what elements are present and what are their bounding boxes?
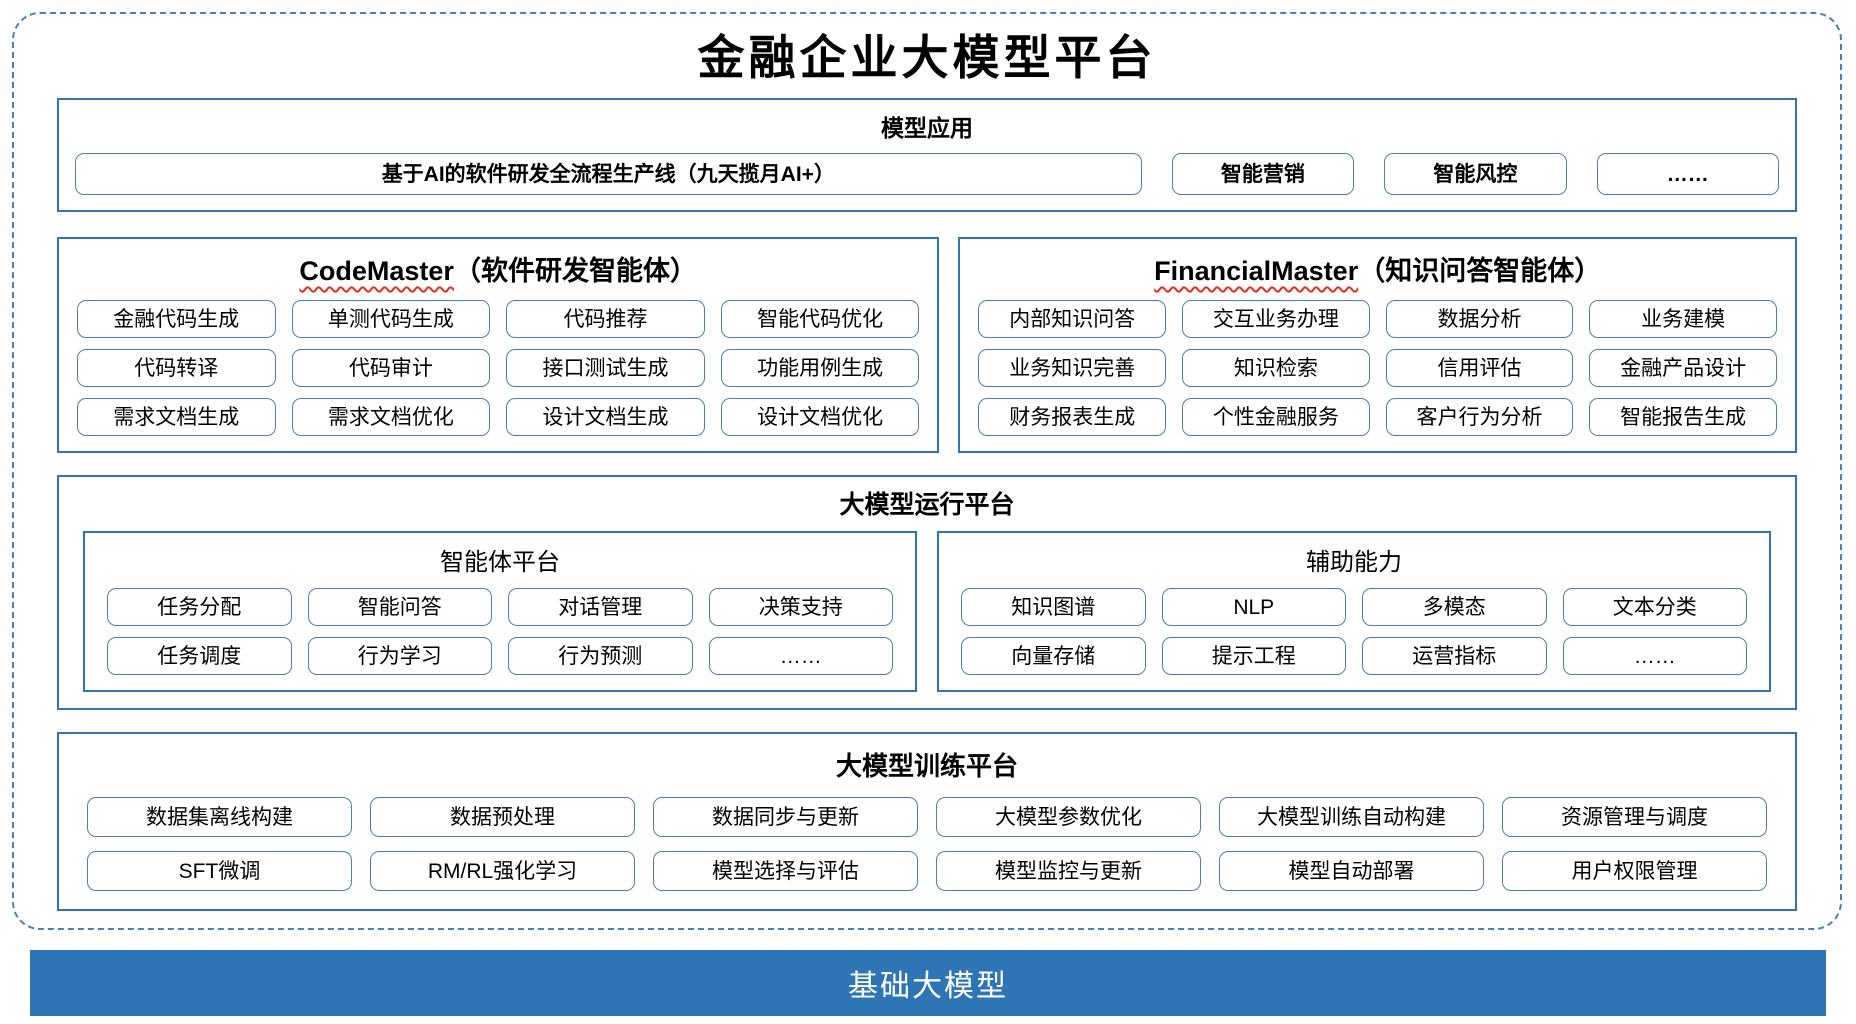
agents-row: CodeMaster（软件研发智能体） 金融代码生成单测代码生成代码推荐智能代码…	[57, 237, 1797, 453]
codemaster-capability-item: 代码推荐	[506, 300, 705, 338]
training-platform-item: 模型选择与评估	[653, 851, 918, 891]
application-item: 智能营销	[1171, 153, 1355, 195]
financialmaster-capability-item: 金融产品设计	[1589, 349, 1777, 387]
subsection-agent-platform: 智能体平台 任务分配智能问答对话管理决策支持任务调度行为学习行为预测 ……	[83, 531, 917, 692]
agent-platform-item: 对话管理	[508, 588, 693, 626]
codemaster-grid: 金融代码生成单测代码生成代码推荐智能代码优化代码转译代码审计接口测试生成功能用例…	[77, 300, 920, 436]
training-platform-item: SFT微调	[87, 851, 352, 891]
codemaster-capability-item: 代码转译	[77, 349, 276, 387]
financialmaster-capability-item: 个性金融服务	[1182, 398, 1370, 436]
financialmaster-capability-item: 信用评估	[1385, 349, 1574, 387]
agent-platform-item: 行为预测	[508, 637, 693, 675]
financialmaster-capability-item: 财务报表生成	[978, 398, 1167, 436]
codemaster-capability-item: 设计文档生成	[506, 398, 705, 436]
financialmaster-capability-item: 业务知识完善	[978, 349, 1167, 387]
foundation-model-bar: 基础大模型	[30, 950, 1826, 1016]
financialmaster-title: FinancialMaster（知识问答智能体）	[978, 249, 1777, 288]
training-platform-item: 资源管理与调度	[1502, 797, 1767, 837]
training-platform-item: RM/RL强化学习	[370, 851, 635, 891]
codemaster-capability-item: 功能用例生成	[720, 349, 920, 387]
section-codemaster: CodeMaster（软件研发智能体） 金融代码生成单测代码生成代码推荐智能代码…	[57, 237, 940, 453]
agent-platform-item: 任务分配	[107, 588, 292, 626]
runtime-subsections-row: 智能体平台 任务分配智能问答对话管理决策支持任务调度行为学习行为预测 …… 辅助能…	[83, 531, 1771, 692]
training-platform-item: 模型自动部署	[1219, 851, 1484, 891]
codemaster-capability-item: 接口测试生成	[506, 349, 705, 387]
financialmaster-grid: 内部知识问答交互业务办理数据分析业务建模业务知识完善知识检索信用评估金融产品设计…	[978, 300, 1777, 436]
diagram-content: 模型应用 基于AI的软件研发全流程生产线（九天揽月AI+） 智能营销 智能风控 …	[14, 98, 1840, 911]
application-item-ai-pipeline: 基于AI的软件研发全流程生产线（九天揽月AI+）	[75, 153, 1142, 195]
agent-platform-item: 任务调度	[107, 637, 292, 675]
codemaster-title: CodeMaster（软件研发智能体）	[77, 249, 919, 288]
diagram-title: 金融企业大模型平台	[697, 31, 1157, 86]
section-financialmaster: FinancialMaster（知识问答智能体） 内部知识问答交互业务办理数据分…	[958, 237, 1797, 453]
codemaster-capability-item: 单测代码生成	[291, 300, 491, 338]
section-training-platform: 大模型训练平台 数据集离线构建数据预处理数据同步与更新大模型参数优化大模型训练自…	[57, 732, 1797, 911]
financialmaster-title-en: FinancialMaster	[1154, 256, 1359, 286]
auxiliary-capability-item: 文本分类	[1562, 588, 1747, 626]
training-platform-item: 数据集离线构建	[87, 797, 352, 837]
agent-platform-grid: 任务分配智能问答对话管理决策支持任务调度行为学习行为预测 ……	[107, 588, 893, 675]
agent-platform-item: ……	[708, 637, 893, 675]
agent-platform-item: 行为学习	[307, 637, 492, 675]
application-item: 智能风控	[1384, 153, 1567, 195]
auxiliary-capability-item: 多模态	[1362, 588, 1547, 626]
training-platform-grid: 数据集离线构建数据预处理数据同步与更新大模型参数优化大模型训练自动构建资源管理与…	[87, 797, 1767, 891]
codemaster-capability-item: 代码审计	[291, 349, 491, 387]
auxiliary-capability-header: 辅助能力	[1306, 549, 1402, 576]
codemaster-capability-item: 智能代码优化	[720, 300, 920, 338]
financialmaster-capability-item: 业务建模	[1589, 300, 1777, 338]
subsection-auxiliary-capability: 辅助能力 知识图谱 NLP 多模态文本分类向量存储提示工程运营指标 ……	[937, 531, 1771, 692]
model-applications-row: 基于AI的软件研发全流程生产线（九天揽月AI+） 智能营销 智能风控 ……	[75, 153, 1780, 195]
financialmaster-capability-item: 客户行为分析	[1385, 398, 1574, 436]
section-model-applications: 模型应用 基于AI的软件研发全流程生产线（九天揽月AI+） 智能营销 智能风控 …	[57, 98, 1797, 212]
auxiliary-capability-item: NLP	[1161, 588, 1346, 626]
platform-outer-frame: 金融企业大模型平台 模型应用 基于AI的软件研发全流程生产线（九天揽月AI+） …	[12, 12, 1842, 930]
section-runtime-platform: 大模型运行平台 智能体平台 任务分配智能问答对话管理决策支持任务调度行为学习行为…	[57, 475, 1797, 710]
auxiliary-capability-item: ……	[1562, 637, 1747, 675]
agent-platform-item: 智能问答	[307, 588, 492, 626]
financialmaster-capability-item: 数据分析	[1385, 300, 1574, 338]
training-platform-item: 大模型训练自动构建	[1219, 797, 1484, 837]
auxiliary-capability-item: 向量存储	[961, 637, 1146, 675]
financialmaster-capability-item: 交互业务办理	[1182, 300, 1370, 338]
codemaster-capability-item: 设计文档优化	[720, 398, 920, 436]
agent-platform-header: 智能体平台	[440, 549, 560, 576]
training-platform-item: 模型监控与更新	[936, 851, 1201, 891]
runtime-platform-header: 大模型运行平台	[839, 491, 1015, 519]
financialmaster-title-zh: （知识问答智能体）	[1358, 256, 1602, 286]
application-item-ellipsis: ……	[1596, 153, 1780, 195]
model-applications-header: 模型应用	[881, 115, 973, 141]
financialmaster-capability-item: 知识检索	[1182, 349, 1370, 387]
codemaster-capability-item: 金融代码生成	[77, 300, 276, 338]
codemaster-capability-item: 需求文档生成	[77, 398, 276, 436]
financialmaster-capability-item: 智能报告生成	[1589, 398, 1777, 436]
codemaster-title-zh: （软件研发智能体）	[453, 256, 697, 286]
auxiliary-capability-item: 提示工程	[1161, 637, 1346, 675]
training-platform-item: 大模型参数优化	[936, 797, 1201, 837]
auxiliary-capability-item: 知识图谱	[961, 588, 1146, 626]
auxiliary-capability-grid: 知识图谱 NLP 多模态文本分类向量存储提示工程运营指标 ……	[961, 588, 1747, 675]
foundation-model-label: 基础大模型	[848, 970, 1008, 1003]
training-platform-item: 用户权限管理	[1502, 851, 1767, 891]
codemaster-title-en: CodeMaster	[299, 256, 454, 286]
financialmaster-capability-item: 内部知识问答	[978, 300, 1167, 338]
training-platform-header: 大模型训练平台	[835, 751, 1018, 781]
auxiliary-capability-item: 运营指标	[1362, 637, 1547, 675]
agent-platform-item: 决策支持	[708, 588, 893, 626]
training-platform-item: 数据预处理	[370, 797, 635, 837]
codemaster-capability-item: 需求文档优化	[291, 398, 491, 436]
training-platform-item: 数据同步与更新	[653, 797, 918, 837]
